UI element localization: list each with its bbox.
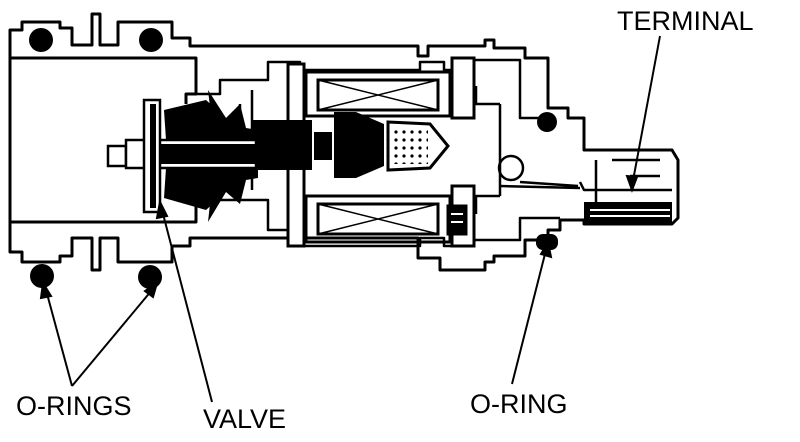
o-ring-rear-top: [537, 112, 557, 132]
leader-o-rings-2: [71, 289, 153, 387]
label-o-rings: O-RINGS: [16, 391, 132, 421]
valve: [106, 90, 258, 222]
plunger: [252, 112, 450, 178]
leader-lines: [39, 35, 661, 403]
upper-coil: [304, 70, 452, 118]
leader-terminal: [631, 35, 661, 187]
o-ring-front-bottom-1: [30, 264, 54, 288]
connector-body: [584, 202, 672, 224]
o-ring-front-top-1: [29, 28, 53, 52]
o-ring-front-top-2: [139, 28, 163, 52]
o-ring-front-bottom-2: [138, 265, 162, 289]
label-o-ring: O-RING: [470, 389, 568, 419]
label-terminal: TERMINAL: [617, 6, 754, 36]
leader-o-ring: [511, 249, 547, 385]
lower-coil: [304, 194, 452, 244]
label-valve: VALVE: [203, 404, 287, 434]
leader-valve: [161, 209, 213, 403]
leader-o-rings-1: [45, 289, 73, 387]
